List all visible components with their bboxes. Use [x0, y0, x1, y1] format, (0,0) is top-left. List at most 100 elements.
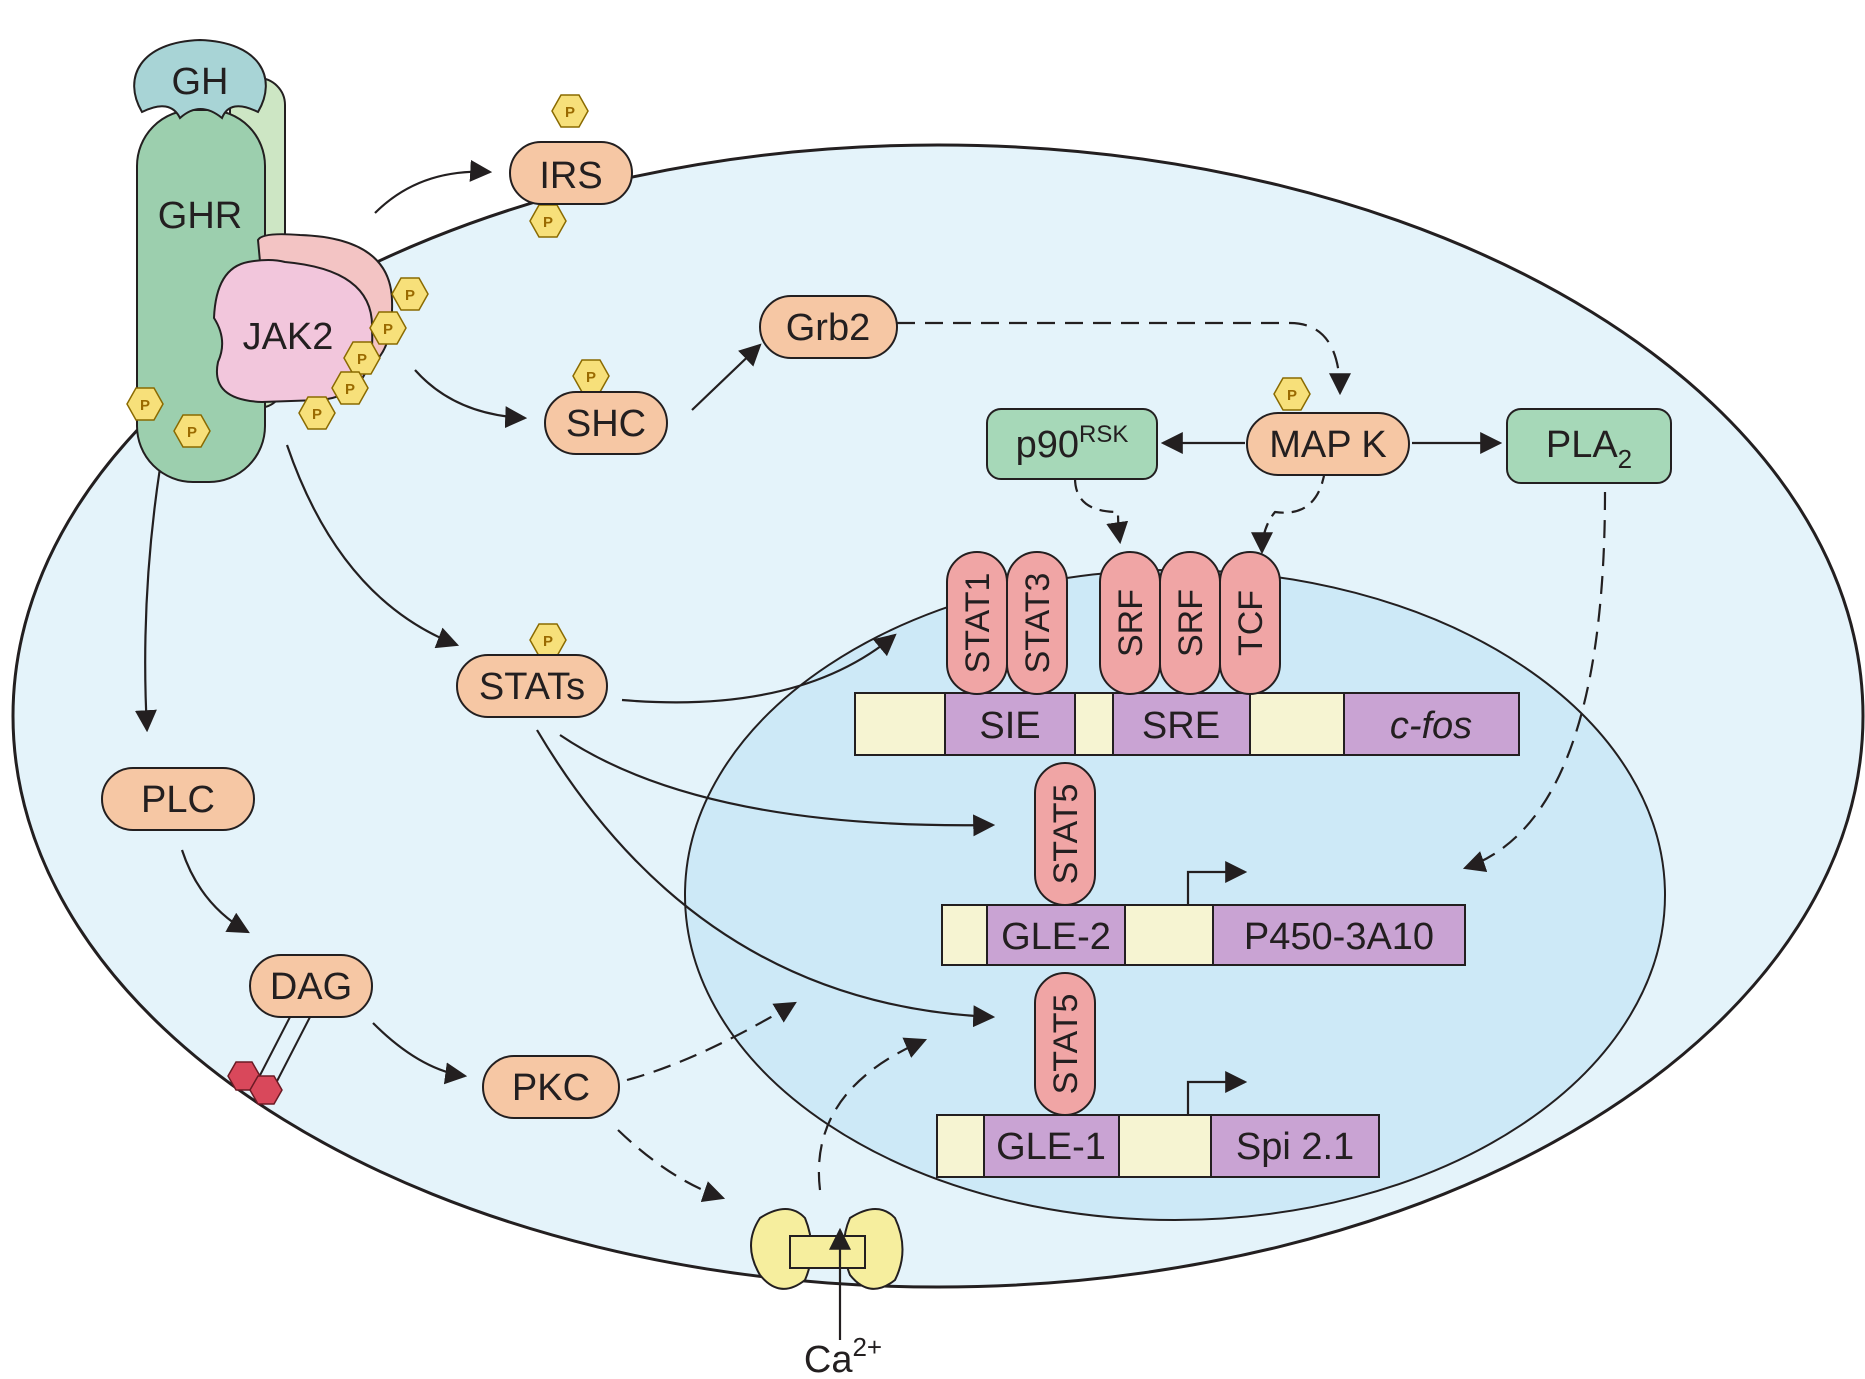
svg-text:GLE-1: GLE-1 [996, 1126, 1106, 1168]
arrow-plc-dag [180, 849, 250, 934]
channel-bridge [789, 1235, 866, 1269]
svg-text:SIE: SIE [979, 705, 1040, 747]
svg-text:Ca2+: Ca2+ [804, 1332, 882, 1379]
svg-text:P: P [357, 351, 367, 368]
arrow-stats-stat5a [559, 734, 996, 837]
svg-text:p90RSK: p90RSK [1016, 421, 1129, 466]
svg-text:P: P [1287, 387, 1297, 404]
svg-text:Grb2: Grb2 [786, 307, 870, 349]
phosphate-icon [298, 396, 336, 430]
node-plc: PLC [101, 767, 255, 831]
element-gle1 [983, 1114, 1120, 1178]
gh-label: GH [172, 61, 229, 103]
svg-text:IRS: IRS [539, 155, 602, 197]
svg-text:PLC: PLC [141, 779, 215, 821]
node-mapk: MAP K [1246, 412, 1410, 476]
arrow-channel-nucleus [817, 1037, 928, 1191]
svg-text:MAP K: MAP K [1269, 424, 1387, 466]
tss-arrow-p450 [1186, 861, 1248, 905]
phosphate-icon [1273, 377, 1311, 411]
svg-text:SRF: SRF [1112, 589, 1150, 657]
svg-text:P: P [187, 424, 197, 441]
ghr-label: GHR [158, 195, 242, 237]
svg-text:STAT3: STAT3 [1019, 573, 1057, 674]
dna-cfos: SIE SRE c-fos [854, 692, 1520, 756]
jak2-body [212, 259, 374, 404]
arrow-grb2-mapk [897, 321, 1351, 396]
transcription-factors: STAT1 STAT3 SRF SRF TCF STAT5 STAT5 [946, 551, 1281, 1116]
phosphate-icon [369, 311, 407, 345]
svg-text:GLE-2: GLE-2 [1001, 916, 1111, 958]
arrow-jak2-shc [414, 369, 528, 429]
gene-spi [1210, 1114, 1380, 1178]
svg-text:STAT5: STAT5 [1047, 994, 1085, 1095]
factor-stat3 [1006, 551, 1068, 695]
factor-tcf [1219, 551, 1281, 695]
p90-sup: RSK [1079, 421, 1128, 448]
svg-text:P: P [140, 397, 150, 414]
gh-hormone [133, 38, 267, 120]
arrow-dag-pkc [372, 1022, 468, 1085]
element-gle2 [986, 904, 1126, 966]
arrow-stats-stat13 [621, 633, 897, 704]
dag-membrane-anchor [227, 1016, 311, 1105]
node-shc: SHC [544, 391, 668, 455]
arrow-pkc-channel [617, 1129, 726, 1203]
p90-main: p90 [1016, 424, 1079, 466]
node-p90rsk: p90RSK [986, 408, 1158, 480]
jak2-label: JAK2 [243, 316, 334, 358]
phosphate-icon [173, 414, 211, 448]
node-irs: IRS [509, 141, 633, 205]
svg-text:P: P [586, 369, 596, 386]
svg-text:P: P [383, 321, 393, 338]
svg-text:PKC: PKC [512, 1067, 590, 1109]
svg-text:TCF: TCF [1232, 590, 1270, 656]
svg-text:P: P [312, 406, 322, 423]
svg-text:P: P [405, 287, 415, 304]
svg-text:P: P [543, 214, 553, 231]
ca-main: Ca [804, 1339, 853, 1379]
dna-spi: GLE-1 Spi 2.1 [936, 1071, 1380, 1178]
gene-cfos [1343, 692, 1520, 756]
factor-stat5-p450 [1034, 762, 1096, 906]
svg-text:PLA2: PLA2 [1546, 424, 1632, 474]
arrow-jak2-irs [374, 159, 493, 214]
svg-text:SRF: SRF [1172, 589, 1210, 657]
pla2-main: PLA [1546, 424, 1618, 466]
arrow-mapk-tcf [1251, 469, 1327, 555]
phosphate-icon [331, 371, 369, 405]
node-dag: DAG [249, 954, 373, 1018]
svg-text:DAG: DAG [270, 966, 352, 1008]
svg-text:P: P [565, 104, 575, 121]
phosphate-icon [126, 387, 164, 421]
ca-sup: 2+ [852, 1332, 882, 1362]
tss-arrow-spi [1186, 1071, 1248, 1115]
phosphate-icon [343, 341, 381, 375]
gene-p450 [1212, 904, 1466, 966]
arrow-jak2-stats [285, 444, 460, 649]
pla2-sub: 2 [1618, 444, 1632, 474]
calcium-channel: Ca2+ [750, 1208, 904, 1379]
phosphate-icon [551, 94, 589, 128]
pathway-arrows [134, 159, 1607, 1203]
arrow-pla2-p450 [1462, 491, 1607, 872]
svg-text:SRE: SRE [1142, 705, 1220, 747]
element-sie [944, 692, 1076, 756]
svg-text:STATs: STATs [479, 666, 585, 708]
arrow-shc-grb2 [691, 343, 762, 411]
svg-text:P: P [345, 381, 355, 398]
svg-text:P: P [543, 633, 553, 650]
svg-text:STAT5: STAT5 [1047, 784, 1085, 885]
factor-stat5-spi [1034, 972, 1096, 1116]
svg-text:c-fos: c-fos [1390, 705, 1472, 747]
svg-text:SHC: SHC [566, 403, 646, 445]
phosphate-icon [391, 277, 429, 311]
dna-p450: GLE-2 P450-3A10 [941, 861, 1466, 966]
svg-text:Spi 2.1: Spi 2.1 [1236, 1126, 1354, 1168]
node-stats: STATs [456, 654, 608, 718]
lipid-hex-icon [249, 1075, 283, 1105]
svg-text:P450-3A10: P450-3A10 [1244, 916, 1434, 958]
svg-text:STAT1: STAT1 [959, 573, 997, 674]
node-pla2: PLA2 [1506, 408, 1672, 484]
